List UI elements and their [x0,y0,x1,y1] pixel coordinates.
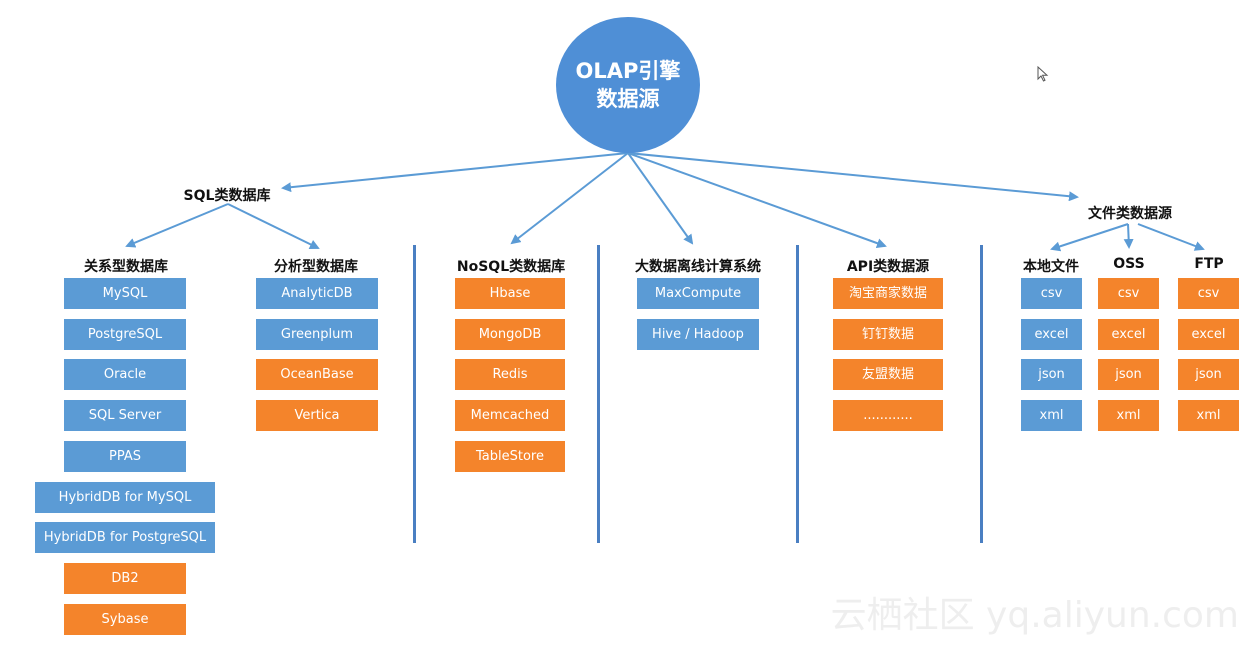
analytical-item: OceanBase [256,359,378,390]
bigdata-item: Hive / Hadoop [637,319,759,350]
nosql-item: Redis [455,359,565,390]
oss-item: xml [1098,400,1159,431]
ftp-item: csv [1178,278,1239,309]
category-api: API类数据源 [846,259,930,275]
relational-item: MySQL [64,278,186,309]
column-divider [796,245,799,543]
arrow-to-api [627,152,887,248]
relational-item: PPAS [64,441,186,472]
category-relational: 关系型数据库 [84,259,168,275]
category-ftp: FTP [1194,256,1224,272]
relational-item: DB2 [64,563,186,594]
category-analytical: 分析型数据库 [274,259,358,275]
ftp-item: excel [1178,319,1239,350]
ftp-item: json [1178,359,1239,390]
root-title-line2: 数据源 [596,87,660,111]
category-file: 文件类数据源 [1088,206,1172,222]
arrow-to-local [1050,223,1129,252]
analytical-item: Greenplum [256,319,378,350]
arrow-to-ftp [1137,223,1205,251]
local-item: excel [1021,319,1082,350]
api-item: 钉钉数据 [833,319,943,350]
oss-item: json [1098,359,1159,390]
api-item: 友盟数据 [833,359,943,390]
column-divider [597,245,600,543]
arrow-to-analytical [227,203,320,249]
relational-item: HybridDB for MySQL [35,482,215,513]
category-bigdata: 大数据离线计算系统 [635,259,761,275]
nosql-item: TableStore [455,441,565,472]
oss-item: csv [1098,278,1159,309]
relational-item: Oracle [64,359,186,390]
category-oss: OSS [1113,256,1145,272]
oss-item: excel [1098,319,1159,350]
analytical-item: AnalyticDB [256,278,378,309]
mouse-pointer-icon [1037,66,1049,82]
root-title-line1: OLAP引擎 [575,59,681,83]
arrow-to-nosql [510,152,629,245]
local-item: json [1021,359,1082,390]
root-node: OLAP引擎 数据源 [556,17,700,153]
arrow-to-bigdata [627,152,694,245]
arrow-to-relational [125,203,229,248]
api-item: 淘宝商家数据 [833,278,943,309]
relational-item: HybridDB for PostgreSQL [35,522,215,553]
local-item: csv [1021,278,1082,309]
analytical-item: Vertica [256,400,378,431]
local-item: xml [1021,400,1082,431]
arrow-to-file [627,152,1079,202]
arrow-to-sql [281,152,629,193]
bigdata-item: MaxCompute [637,278,759,309]
column-divider [413,245,416,543]
nosql-item: Memcached [455,400,565,431]
category-local: 本地文件 [1023,259,1079,275]
category-nosql: NoSQL类数据库 [456,259,566,275]
relational-item: PostgreSQL [64,319,186,350]
column-divider [980,245,983,543]
ftp-item: xml [1178,400,1239,431]
category-sql: SQL类数据库 [183,188,271,204]
nosql-item: MongoDB [455,319,565,350]
relational-item: SQL Server [64,400,186,431]
relational-item: Sybase [64,604,186,635]
api-item: ............ [833,400,943,431]
nosql-item: Hbase [455,278,565,309]
watermark: 云栖社区 yq.aliyun.com [830,595,1239,636]
arrow-to-oss [1123,223,1134,249]
